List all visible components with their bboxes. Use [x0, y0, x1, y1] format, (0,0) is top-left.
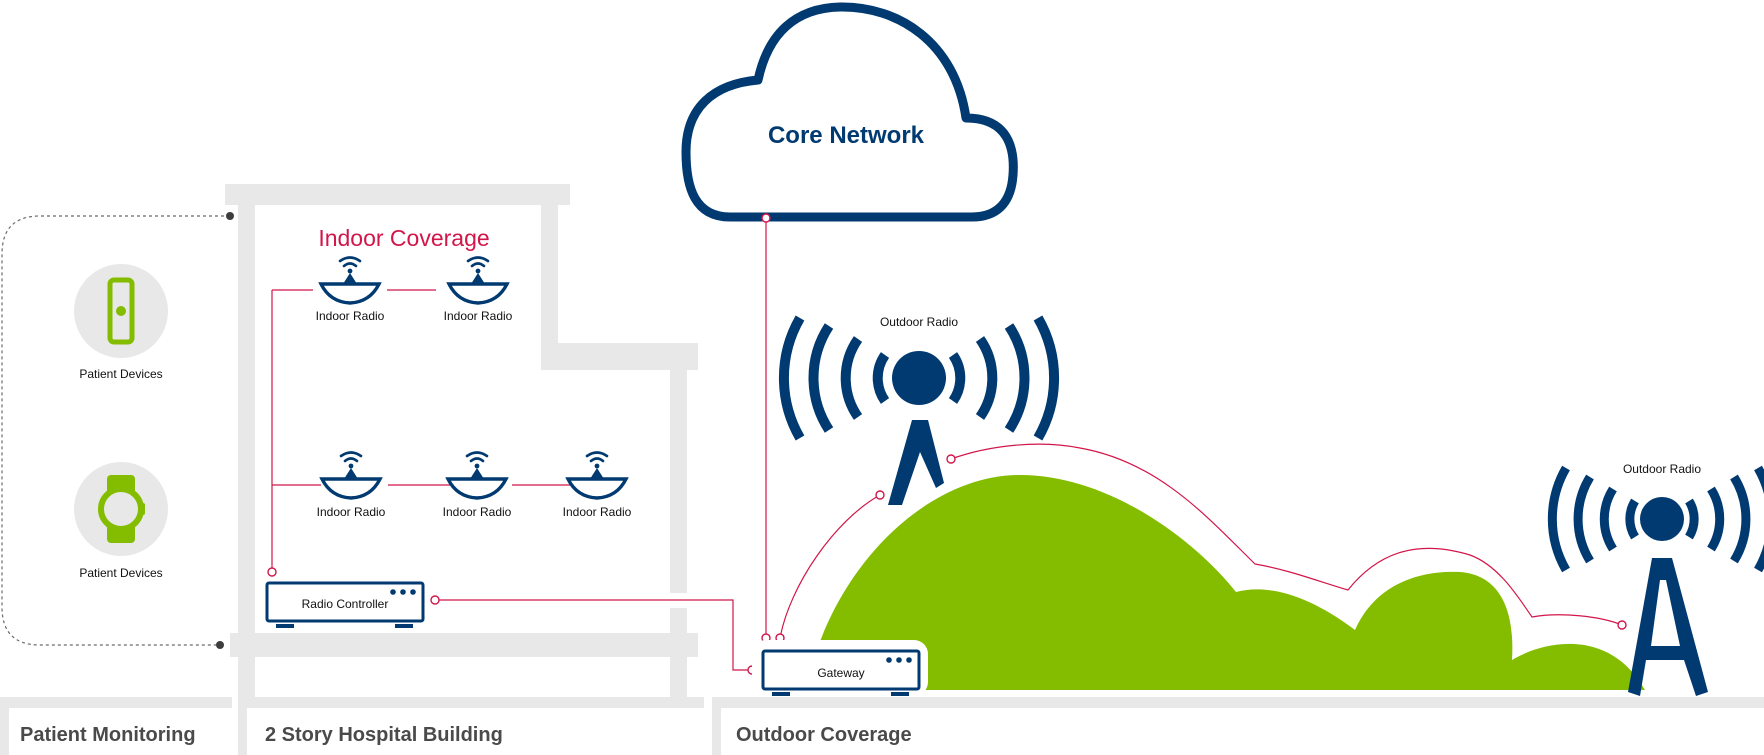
indoor-radio-label: Indoor Radio	[317, 505, 386, 519]
indoor-radio-icon	[565, 451, 629, 500]
section-label-patient-monitoring: Patient Monitoring	[20, 724, 196, 746]
indoor-radio-icon	[319, 451, 383, 500]
outdoor-hills	[806, 474, 1645, 690]
indoor-coverage-title: Indoor Coverage	[318, 225, 489, 251]
indoor-radio-label: Indoor Radio	[316, 309, 385, 323]
gateway-label: Gateway	[817, 666, 864, 680]
radio-controller: Radio Controller	[265, 581, 425, 628]
core-network-label: Core Network	[768, 122, 925, 149]
indoor-radio: Indoor Radio	[444, 256, 513, 323]
hospital-building	[225, 184, 698, 700]
patient-devices-label: Patient Devices	[79, 566, 162, 580]
outdoor-radio-label: Outdoor Radio	[880, 315, 958, 329]
indoor-radio: Indoor Radio	[443, 451, 512, 519]
indoor-radio-icon	[318, 256, 382, 305]
patient-monitoring-bracket	[1, 212, 234, 649]
outdoor-radio-tower: Outdoor Radio	[1547, 462, 1764, 696]
outdoor-radio-tower-icon	[778, 315, 1060, 505]
outdoor-radio-tower: Outdoor Radio	[778, 315, 1060, 505]
smartwatch-icon	[98, 475, 145, 543]
core-network-cloud: Core Network	[681, 2, 1018, 222]
section-label-outdoor-coverage: Outdoor Coverage	[736, 724, 912, 746]
gateway: Gateway	[752, 640, 928, 696]
pendant-device-icon	[107, 277, 135, 345]
indoor-radio: Indoor Radio	[563, 451, 632, 519]
indoor-radio-label: Indoor Radio	[443, 505, 512, 519]
outdoor-radio-label: Outdoor Radio	[1623, 462, 1701, 476]
indoor-radio: Indoor Radio	[316, 256, 385, 323]
outdoor-radio-tower-icon	[1547, 465, 1764, 696]
section-label-hospital-building: 2 Story Hospital Building	[265, 724, 503, 746]
indoor-radio-label: Indoor Radio	[563, 505, 632, 519]
patient-device-watch: Patient Devices	[74, 462, 168, 580]
ground-bars	[0, 697, 1764, 755]
radio-controller-label: Radio Controller	[302, 597, 389, 611]
indoor-radio-icon	[445, 451, 509, 500]
patient-device-pendant: Patient Devices	[74, 264, 168, 381]
indoor-radio-icon	[446, 256, 510, 305]
indoor-radio-label: Indoor Radio	[444, 309, 513, 323]
patient-devices-label: Patient Devices	[79, 367, 162, 381]
indoor-radio: Indoor Radio	[317, 451, 386, 519]
connection-lines	[271, 218, 1623, 671]
